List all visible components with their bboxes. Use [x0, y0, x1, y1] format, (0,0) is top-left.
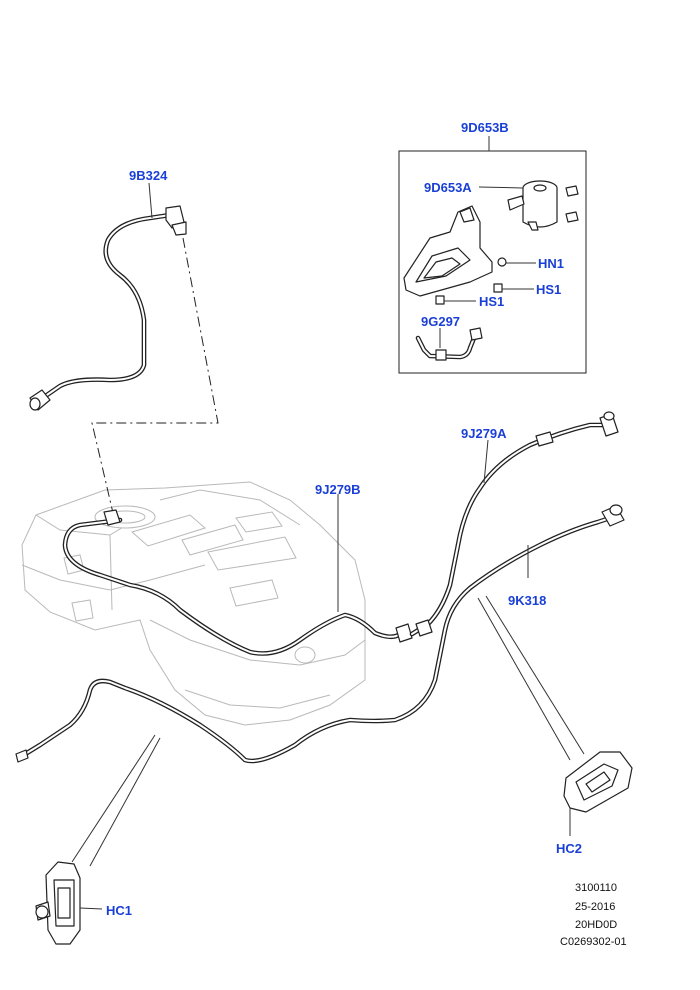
- drawing-info-block: 3100110 25-2016 20HD0D C0269302-01: [560, 882, 627, 948]
- canister-bracket[interactable]: [403, 205, 493, 297]
- nut-hn1[interactable]: [497, 257, 536, 267]
- pipe-9b324[interactable]: [29, 205, 187, 411]
- label-9g297[interactable]: 9G297: [421, 314, 460, 329]
- label-hs1-left[interactable]: HS1: [479, 294, 504, 309]
- screw-hs1-right[interactable]: [493, 283, 534, 293]
- label-9b324[interactable]: 9B324: [129, 168, 168, 183]
- label-hc1[interactable]: HC1: [106, 903, 132, 918]
- info-line-4: C0269302-01: [560, 936, 627, 948]
- callout-leaders: [79, 182, 571, 910]
- info-line-2: 25-2016: [575, 901, 615, 913]
- info-line-3: 20HD0D: [575, 919, 617, 931]
- pipe-9j279b[interactable]: [62, 509, 413, 656]
- clip-hc1[interactable]: [35, 734, 161, 945]
- label-9d653b[interactable]: 9D653B: [461, 120, 509, 135]
- fuel-tank-outline: [21, 481, 366, 726]
- label-hn1[interactable]: HN1: [538, 256, 564, 271]
- canister-9d653a[interactable]: [507, 180, 579, 231]
- info-line-1: 3100110: [575, 882, 617, 894]
- hose-9g297[interactable]: [415, 327, 483, 361]
- pipe-9k318[interactable]: [15, 504, 625, 764]
- label-9d653a[interactable]: 9D653A: [424, 180, 472, 195]
- label-9k318[interactable]: 9K318: [508, 593, 546, 608]
- pipe-9j279a[interactable]: [409, 411, 619, 637]
- connection-dash-lines: [91, 237, 219, 514]
- canister-assembly-box: [398, 136, 587, 374]
- screw-hs1-left[interactable]: [435, 295, 476, 305]
- label-9j279b[interactable]: 9J279B: [315, 482, 361, 497]
- label-hs1-right[interactable]: HS1: [536, 282, 561, 297]
- label-hc2[interactable]: HC2: [556, 841, 582, 856]
- clip-hc2[interactable]: [477, 595, 633, 813]
- label-9j279a[interactable]: 9J279A: [461, 426, 507, 441]
